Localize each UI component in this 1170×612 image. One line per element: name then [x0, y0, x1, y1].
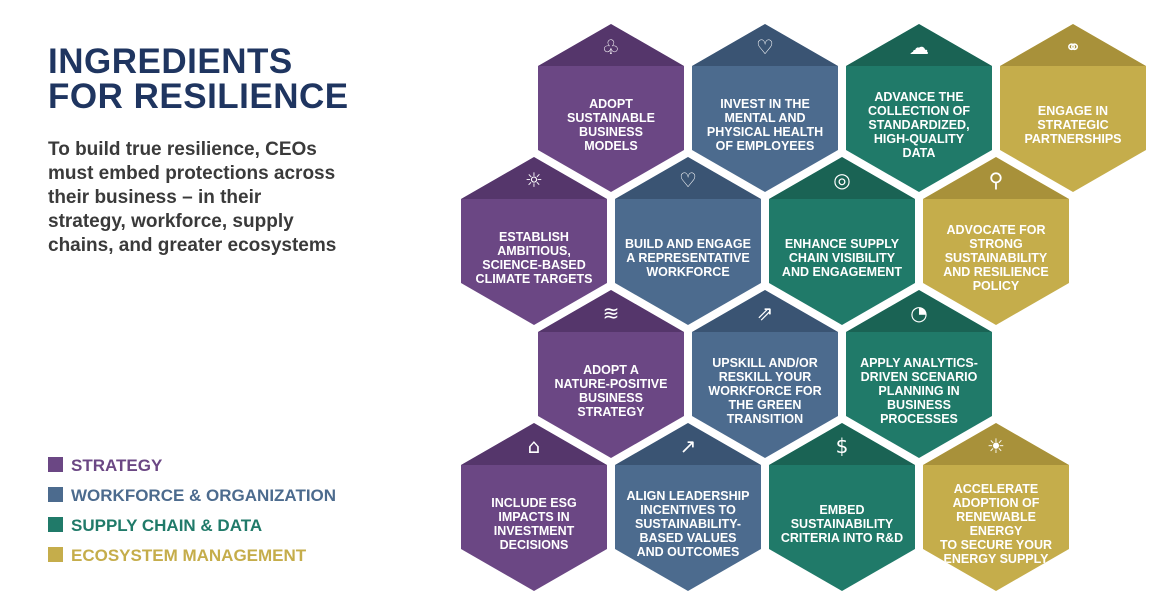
hex-workforce: ♡ BUILD AND ENGAGE A REPRESENTATIVE WORKF…: [615, 157, 761, 325]
hex-workforce: ↗ ALIGN LEADERSHIP INCENTIVES TO SUSTAINA…: [615, 423, 761, 591]
legend-label: SUPPLY CHAIN & DATA: [71, 516, 263, 535]
legend-item-workforce: WORKFORCE & ORGANIZATION: [48, 486, 336, 506]
hex-label: ADVANCE THE COLLECTION OF STANDARDIZED, …: [867, 90, 971, 160]
hex-label: ADVOCATE FOR STRONG SUSTAINABILITY AND R…: [943, 223, 1049, 293]
speaker-icon: ⚲: [988, 168, 1004, 192]
legend-swatch: [48, 547, 63, 562]
legend-swatch: [48, 457, 63, 472]
sun-water-icon: ≋: [602, 301, 620, 325]
legend-item-supply-chain: SUPPLY CHAIN & DATA: [48, 516, 262, 536]
hex-label: APPLY ANALYTICS- DRIVEN SCENARIO PLANNIN…: [860, 356, 978, 426]
lightbulb-leaf-icon: ♧: [602, 35, 620, 59]
legend-item-ecosystem: ECOSYSTEM MANAGEMENT: [48, 546, 306, 566]
hex-label: INCLUDE ESG IMPACTS IN INVESTMENT DECISI…: [491, 496, 577, 552]
globe-hand-icon: ◎: [833, 168, 851, 192]
hex-label: ENHANCE SUPPLY CHAIN VISIBILITY AND ENGA…: [781, 237, 903, 279]
hex-strategy: ☼ ESTABLISH AMBITIOUS, SCIENCE-BASED CLIM…: [461, 157, 607, 325]
hex-label: ALIGN LEADERSHIP INCENTIVES TO SUSTAINAB…: [626, 489, 750, 559]
hex-strategy: ⌂ INCLUDE ESG IMPACTS IN INVESTMENT DECIS…: [461, 423, 607, 591]
thermometer-sun-icon: ☼: [525, 168, 543, 192]
subtitle: To build true resilience, CEOs must embe…: [48, 139, 337, 256]
hex-label: ADOPT A NATURE-POSITIVE BUSINESS STRATEG…: [554, 363, 668, 419]
page-title: INGREDIENTS FOR RESILIENCE: [48, 42, 349, 116]
solar-panel-icon: ☀: [987, 434, 1005, 458]
hex-label: ADOPT SUSTAINABLE BUSINESS MODELS: [567, 97, 655, 153]
chart-circle-icon: ◔: [910, 301, 928, 325]
hex-eco: ☀ ACCELERATE ADOPTION OF RENEWABLE ENERGY…: [923, 423, 1069, 591]
hex-label: ACCELERATE ADOPTION OF RENEWABLE ENERGY …: [939, 482, 1053, 566]
hex-label: EMBED SUSTAINABILITY CRITERIA INTO R&D: [780, 503, 904, 545]
hex-label: UPSKILL AND/OR RESKILL YOUR WORKFORCE FO…: [708, 356, 822, 426]
head-heart-icon: ♡: [756, 35, 774, 59]
hex-label: ESTABLISH AMBITIOUS, SCIENCE-BASED CLIMA…: [475, 230, 593, 286]
hex-workforce: ⇗ UPSKILL AND/OR RESKILL YOUR WORKFORCE F…: [692, 290, 838, 458]
cloud-data-icon: ☁: [909, 35, 929, 59]
hex-supply: $ EMBED SUSTAINABILITY CRITERIA INTO R&D: [769, 423, 915, 591]
hex-eco: ⚭ ENGAGE IN STRATEGIC PARTNERSHIPS: [1000, 24, 1146, 192]
handshake-icon: ⚭: [1064, 35, 1082, 59]
factory-leaf-icon: ⌂: [527, 434, 541, 458]
hex-label: INVEST IN THE MENTAL AND PHYSICAL HEALTH…: [706, 97, 824, 153]
people-heart-icon: ♡: [679, 168, 697, 192]
hex-supply: ◎ ENHANCE SUPPLY CHAIN VISIBILITY AND ENG…: [769, 157, 915, 325]
hex-strategy: ♧ ADOPT SUSTAINABLE BUSINESS MODELS: [538, 24, 684, 192]
hex-label: ENGAGE IN STRATEGIC PARTNERSHIPS: [1024, 104, 1122, 146]
globe-dollar-icon: $: [835, 434, 849, 458]
legend-item-strategy: STRATEGY: [48, 456, 162, 476]
legend-swatch: [48, 517, 63, 532]
hex-supply: ☁ ADVANCE THE COLLECTION OF STANDARDIZED,…: [846, 24, 992, 192]
hex-supply: ◔ APPLY ANALYTICS- DRIVEN SCENARIO PLANNI…: [846, 290, 992, 458]
legend-swatch: [48, 487, 63, 502]
hex-workforce: ♡ INVEST IN THE MENTAL AND PHYSICAL HEALT…: [692, 24, 838, 192]
hex-eco: ⚲ ADVOCATE FOR STRONG SUSTAINABILITY AND …: [923, 157, 1069, 325]
legend-label: WORKFORCE & ORGANIZATION: [71, 486, 337, 505]
person-growth-icon: ⇗: [756, 301, 774, 325]
hex-strategy: ≋ ADOPT A NATURE-POSITIVE BUSINESS STRATE…: [538, 290, 684, 458]
legend-label: ECOSYSTEM MANAGEMENT: [71, 546, 307, 565]
strategy-arrow-icon: ↗: [679, 434, 697, 458]
hex-label: BUILD AND ENGAGE A REPRESENTATIVE WORKFO…: [625, 237, 751, 279]
legend-label: STRATEGY: [71, 456, 163, 475]
